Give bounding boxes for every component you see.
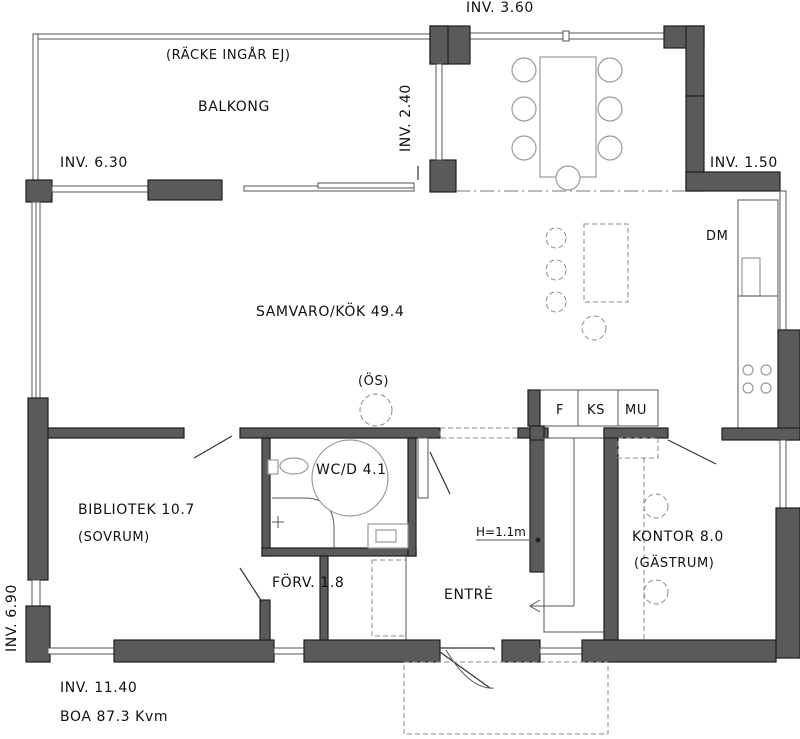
left-wall bbox=[25, 201, 51, 663]
label-storage: FÖRV. 1.8 bbox=[272, 573, 344, 591]
storage bbox=[319, 555, 407, 643]
label-mu: MU bbox=[625, 403, 647, 418]
dining-table bbox=[511, 56, 623, 191]
entrance bbox=[439, 425, 717, 643]
label-inv-1140: INV. 11.40 bbox=[60, 680, 137, 696]
right-wall bbox=[721, 190, 800, 659]
label-balcony: BALKONG bbox=[198, 99, 270, 115]
label-wc: WC/D 4.1 bbox=[316, 462, 387, 478]
label-os: (ÖS) bbox=[358, 372, 389, 389]
label-library-sub: (SOVRUM) bbox=[78, 530, 150, 545]
label-boa: BOA 87.3 Kvm bbox=[60, 709, 168, 725]
label-height-note: H=1.1m bbox=[476, 525, 526, 539]
label-living-kitchen: SAMVARO/KÖK 49.4 bbox=[256, 302, 404, 320]
label-inv-690: INV. 6.90 bbox=[4, 584, 20, 652]
label-f: F bbox=[556, 403, 564, 418]
kitchen-island bbox=[359, 223, 629, 427]
label-office: KONTOR 8.0 bbox=[632, 529, 724, 545]
label-dm: DM bbox=[706, 229, 728, 244]
label-entrance: ENTRÉ bbox=[444, 586, 493, 603]
bottom-wall bbox=[47, 639, 777, 735]
label-inv-360: INV. 3.60 bbox=[466, 0, 534, 16]
label-ks: KS bbox=[587, 403, 605, 418]
label-inv-630: INV. 6.30 bbox=[60, 155, 128, 171]
bathroom bbox=[239, 427, 451, 557]
label-office-sub: (GÄSTRUM) bbox=[634, 555, 714, 571]
label-railing: (RÄCKE INGÅR EJ) bbox=[166, 47, 291, 63]
label-library: BIBLIOTEK 10.7 bbox=[78, 502, 195, 518]
appliance-block bbox=[527, 389, 659, 427]
label-inv-150: INV. 1.50 bbox=[710, 155, 778, 171]
upper-wall bbox=[25, 166, 419, 203]
dining-bay bbox=[429, 25, 781, 193]
label-inv-240: INV. 2.40 bbox=[398, 84, 414, 152]
